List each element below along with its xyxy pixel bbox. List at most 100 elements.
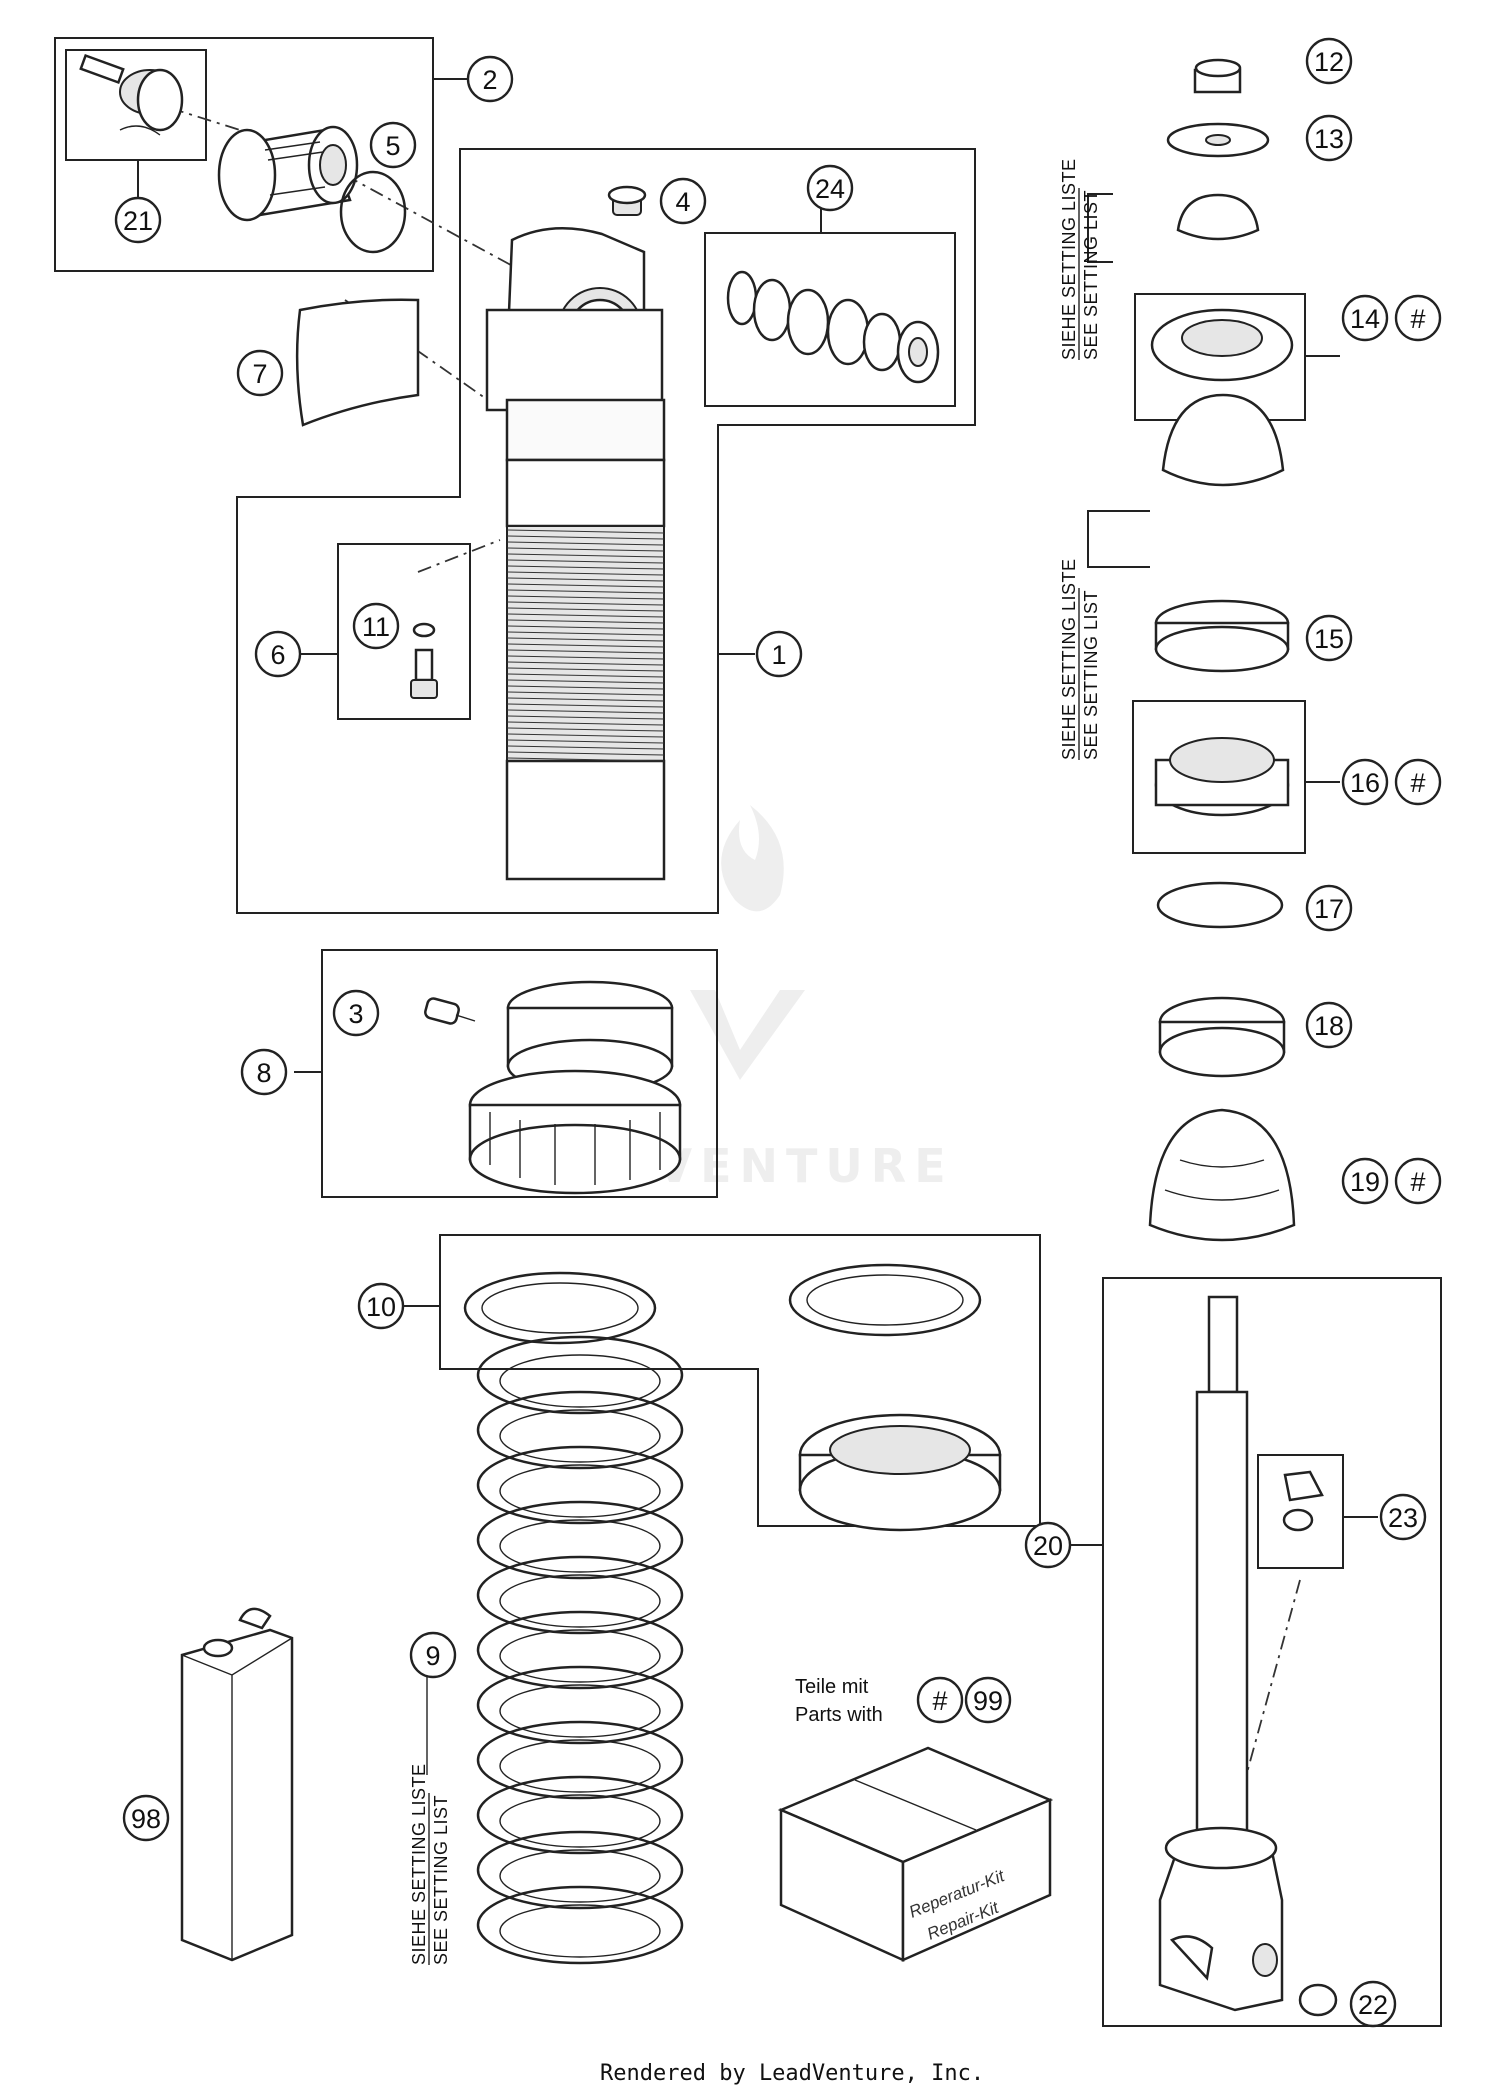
callout-c8: 8 bbox=[240, 1048, 288, 1096]
callout-label: 11 bbox=[362, 612, 390, 642]
callout-label: 3 bbox=[348, 999, 363, 1029]
callout-c12: 12 bbox=[1305, 37, 1353, 85]
part-9-spring bbox=[476, 1335, 684, 1965]
callout-c9: 9 bbox=[409, 1631, 457, 1679]
setting-list-notes: SIEHE SETTING LISTE SEE SETTING LIST SIE… bbox=[409, 158, 1101, 1965]
frame-item-24 bbox=[704, 232, 956, 407]
callout-label: 22 bbox=[1358, 1990, 1388, 2020]
callout-c15: 15 bbox=[1305, 614, 1353, 662]
callout-label: # bbox=[932, 1686, 947, 1716]
callout-c98: 98 bbox=[122, 1794, 170, 1842]
callout-label: 19 bbox=[1350, 1167, 1380, 1197]
thread-section bbox=[506, 525, 665, 762]
callout-c13: 13 bbox=[1305, 114, 1353, 162]
callout-c99h: # bbox=[916, 1676, 964, 1724]
frame-item-10 bbox=[439, 1234, 1041, 1527]
group-frames bbox=[54, 37, 1442, 2027]
callout-c14: 14 bbox=[1341, 294, 1389, 342]
callout-label: 21 bbox=[123, 206, 153, 236]
setting-list-en-2: SEE SETTING LIST bbox=[1081, 590, 1101, 760]
callout-c20: 20 bbox=[1024, 1521, 1072, 1569]
callout-label: 9 bbox=[425, 1641, 440, 1671]
callout-label: 24 bbox=[815, 174, 845, 204]
callout-c4: 4 bbox=[659, 177, 707, 225]
setting-list-de-2: SIEHE SETTING LISTE bbox=[1059, 558, 1079, 760]
frame-item-20 bbox=[1102, 1277, 1442, 2027]
part-20-piston-rod bbox=[1158, 1295, 1338, 2017]
callout-c17: 17 bbox=[1305, 884, 1353, 932]
setting-list-de-3: SIEHE SETTING LISTE bbox=[409, 1763, 429, 1965]
callout-c16: 16 bbox=[1341, 758, 1389, 806]
callout-label: 1 bbox=[771, 640, 786, 670]
callout-label: 10 bbox=[366, 1292, 396, 1322]
setting-list-en-1: SEE SETTING LIST bbox=[1081, 190, 1101, 360]
callout-c24: 24 bbox=[806, 164, 854, 212]
part-23-clip bbox=[1283, 1470, 1324, 1502]
callout-label: 98 bbox=[131, 1804, 161, 1834]
callout-c21: 21 bbox=[114, 196, 162, 244]
callout-c5: 5 bbox=[369, 121, 417, 169]
callout-c22: 22 bbox=[1349, 1980, 1397, 2028]
callout-label: 12 bbox=[1314, 47, 1344, 77]
callout-label: 7 bbox=[252, 359, 267, 389]
callout-c23: 23 bbox=[1379, 1493, 1427, 1541]
part-1-damper-body bbox=[485, 226, 666, 881]
callout-label: 18 bbox=[1314, 1011, 1344, 1041]
callout-label: # bbox=[1410, 304, 1425, 334]
callout-label: 99 bbox=[973, 1686, 1003, 1716]
callout-c14h: # bbox=[1394, 294, 1442, 342]
callout-c6: 6 bbox=[254, 630, 302, 678]
parts-with-en: Parts with bbox=[795, 1704, 883, 1726]
callout-label: 23 bbox=[1388, 1503, 1418, 1533]
callout-c2: 2 bbox=[466, 55, 514, 103]
callout-c99: 99 bbox=[964, 1676, 1012, 1724]
parts-with-de: Teile mit bbox=[795, 1676, 869, 1698]
frame-item-16 bbox=[1132, 700, 1306, 854]
callout-label: 13 bbox=[1314, 124, 1344, 154]
part-7-label bbox=[295, 298, 420, 427]
callout-label: 14 bbox=[1350, 304, 1380, 334]
callout-label: 20 bbox=[1033, 1531, 1063, 1561]
callout-label: 4 bbox=[675, 187, 690, 217]
callout-label: # bbox=[1410, 768, 1425, 798]
frame-item-2 bbox=[54, 37, 434, 272]
callout-label: 2 bbox=[482, 65, 497, 95]
frame-item-23 bbox=[1257, 1454, 1344, 1569]
callout-label: 6 bbox=[270, 640, 285, 670]
part-22 bbox=[1298, 1983, 1338, 2017]
frame-item-8 bbox=[321, 949, 718, 1198]
setting-list-de-1: SIEHE SETTING LISTE bbox=[1059, 158, 1079, 360]
render-credit: Rendered by LeadVenture, Inc. bbox=[600, 2061, 984, 2086]
callout-c7: 7 bbox=[236, 349, 284, 397]
callout-label: # bbox=[1410, 1167, 1425, 1197]
frame-item-6 bbox=[337, 543, 471, 720]
part-6-valve bbox=[410, 622, 438, 699]
part-99-repair-kit: Reperatur-Kit Repair-Kit bbox=[777, 1746, 1054, 1962]
setting-list-en-3: SEE SETTING LIST bbox=[431, 1795, 451, 1965]
callout-label: 16 bbox=[1350, 768, 1380, 798]
callout-c19h: # bbox=[1394, 1157, 1442, 1205]
callout-label: 15 bbox=[1314, 624, 1344, 654]
callout-label: 5 bbox=[385, 131, 400, 161]
part-98-oil-can bbox=[180, 1607, 294, 1962]
callout-c1: 1 bbox=[755, 630, 803, 678]
frame-item-21 bbox=[65, 49, 207, 161]
callout-c19: 19 bbox=[1341, 1157, 1389, 1205]
callout-c16h: # bbox=[1394, 758, 1442, 806]
callout-label: 17 bbox=[1314, 894, 1344, 924]
right-stack-parts bbox=[1148, 58, 1296, 1242]
part-10-spring-seats bbox=[463, 1263, 1002, 1532]
thread-lines bbox=[506, 529, 665, 762]
callout-c18: 18 bbox=[1305, 1001, 1353, 1049]
part-adjuster-assembly bbox=[79, 53, 407, 254]
callout-c11: 11 bbox=[352, 602, 400, 650]
leader-lines bbox=[137, 78, 1378, 1781]
part-4-plug bbox=[607, 185, 647, 216]
callout-c10: 10 bbox=[357, 1282, 405, 1330]
callout-label: 8 bbox=[256, 1058, 271, 1088]
frame-item-1 bbox=[236, 148, 976, 914]
callout-c3: 3 bbox=[332, 989, 380, 1037]
part-24-piston-kit bbox=[726, 270, 940, 384]
callout-labels: 1234567891011121314#1516#171819#20212223… bbox=[114, 37, 1442, 2028]
